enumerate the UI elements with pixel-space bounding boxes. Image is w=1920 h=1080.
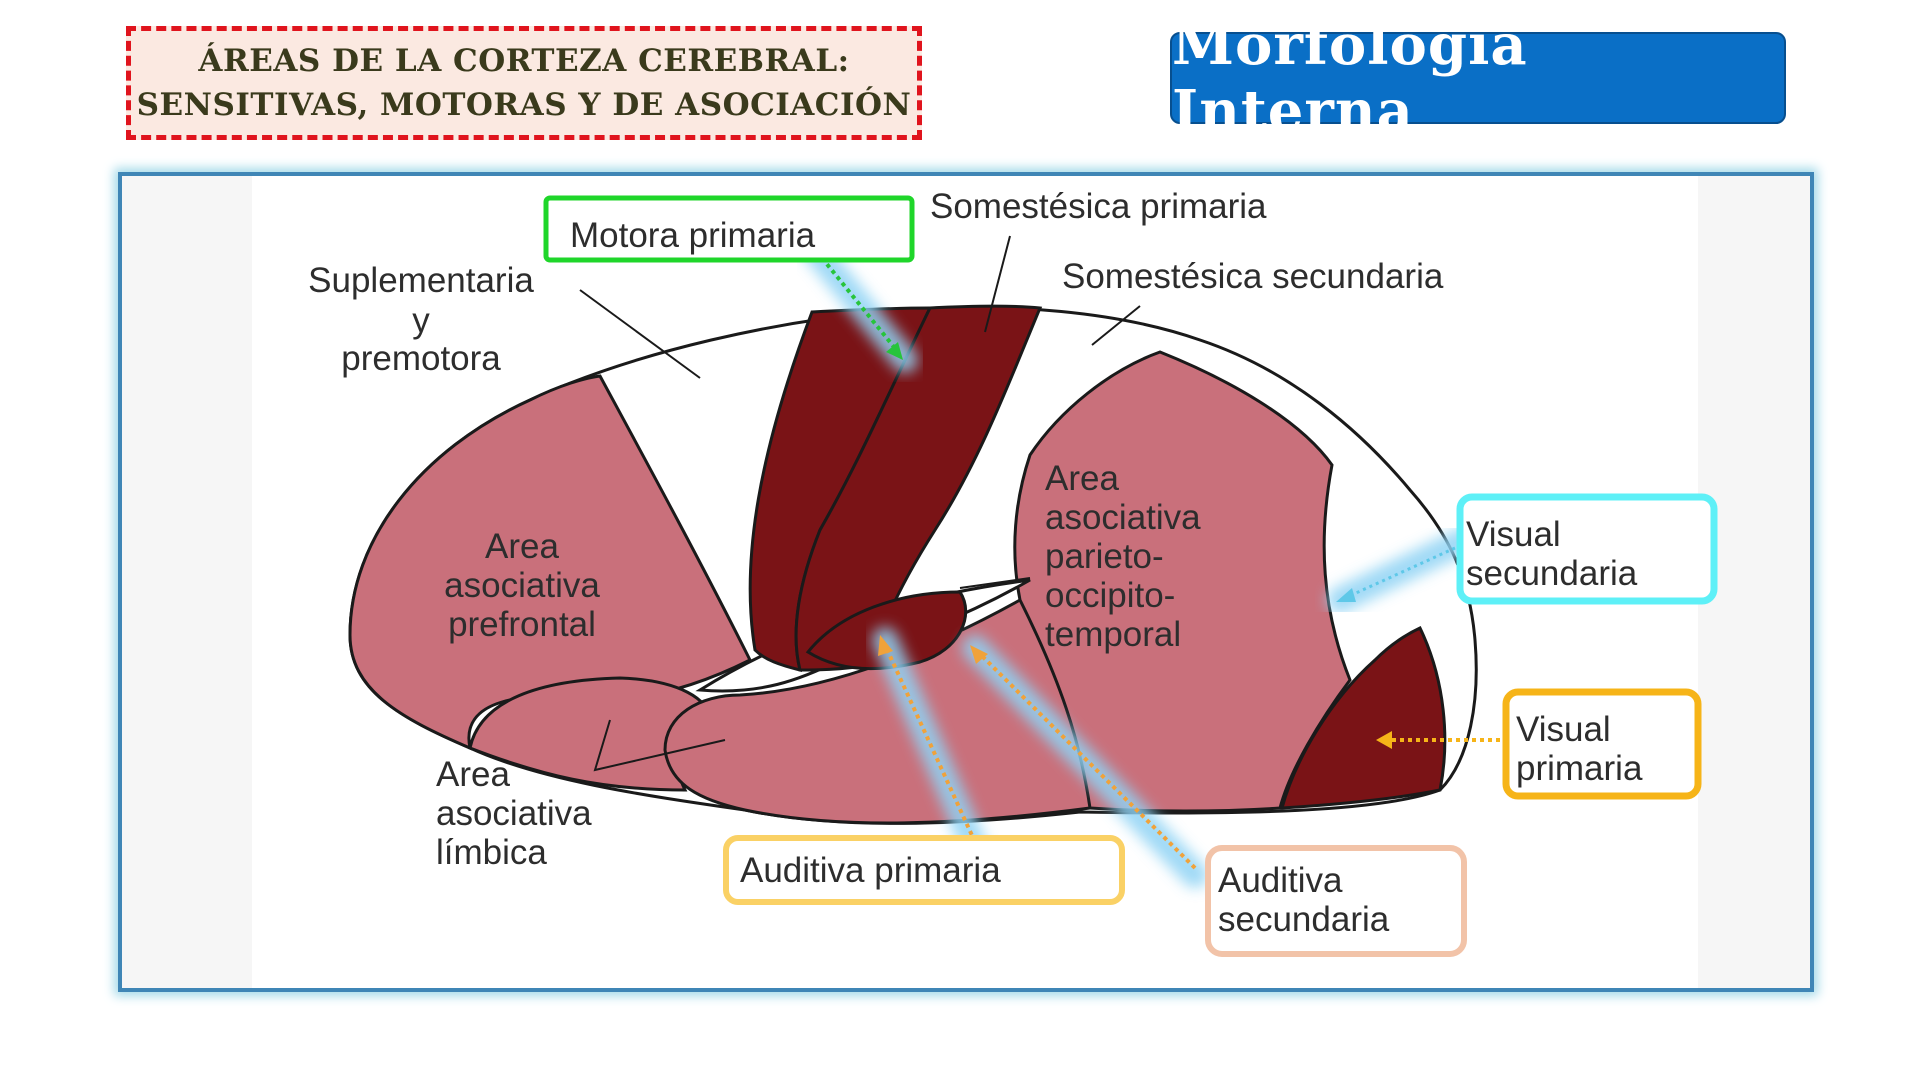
arrow-visual-secundaria	[1344, 546, 1456, 600]
label-parieto-4: occipito-	[1045, 576, 1175, 615]
label-parieto-2: asociativa	[1045, 498, 1201, 537]
label-suplementaria-2: y	[412, 301, 430, 340]
arrow-visual-primaria-head	[1376, 731, 1392, 749]
label-prefrontal-1: Area	[485, 527, 559, 566]
label-visual-secundaria-1: Visual	[1466, 515, 1561, 554]
box-motora-primaria	[543, 195, 915, 263]
label-parieto-5: temporal	[1045, 615, 1181, 654]
label-somestesica-primaria: Somestésica primaria	[930, 187, 1267, 226]
label-parieto-3: parieto-	[1045, 537, 1164, 576]
arrow-auditiva-primaria-head	[878, 635, 893, 656]
label-limbica-3: límbica	[436, 833, 547, 872]
slide-title-line1: ÁREAS DE LA CORTEZA CEREBRAL:	[198, 43, 850, 79]
brand-badge: Morfología Interna	[1170, 12, 1786, 144]
leader-somestesica-primaria	[984, 235, 1011, 333]
brand-title: Morfología Interna	[1172, 12, 1528, 144]
label-suplementaria-3: premotora	[341, 339, 501, 378]
glow-auditiva-primaria	[872, 627, 993, 873]
leader-parieto	[959, 577, 1031, 589]
box-auditiva-secundaria	[1205, 845, 1467, 957]
label-auditiva-primaria: Auditiva primaria	[740, 851, 1001, 890]
glow-visual-secundaria	[1327, 527, 1478, 613]
leader-somestesica-secundaria	[1091, 305, 1141, 346]
arrow-visual-secundaria-head	[1336, 588, 1356, 602]
box-auditiva-primaria	[723, 835, 1125, 905]
label-visual-secundaria-2: secundaria	[1466, 554, 1638, 593]
area-parieto-occipito-temporal	[1013, 350, 1352, 813]
label-prefrontal-3: prefrontal	[448, 605, 596, 644]
label-motora-primaria: Motora primaria	[570, 216, 816, 255]
label-limbica-2: asociativa	[436, 794, 592, 833]
label-auditiva-secundaria-1: Auditiva	[1218, 861, 1343, 900]
arrow-auditiva-secundaria	[976, 650, 1197, 870]
arrow-motora-head	[886, 342, 903, 360]
slide-title-box: ÁREAS DE LA CORTEZA CEREBRAL: SENSITIVAS…	[126, 26, 922, 140]
box-visual-secundaria	[1456, 493, 1718, 605]
label-suplementaria-1: Suplementaria	[308, 261, 534, 300]
label-prefrontal-2: asociativa	[444, 566, 600, 605]
label-somestesica-secundaria: Somestésica secundaria	[1062, 257, 1444, 296]
label-limbica-1: Area	[436, 755, 510, 794]
leader-suplementaria	[579, 289, 701, 379]
box-visual-primaria	[1502, 688, 1702, 800]
label-visual-primaria-1: Visual	[1516, 710, 1611, 749]
slide-title-line2: SENSITIVAS, MOTORAS Y DE ASOCIACIÓN	[136, 87, 912, 123]
label-visual-primaria-2: primaria	[1516, 749, 1643, 788]
label-auditiva-secundaria-2: secundaria	[1218, 900, 1390, 939]
arrow-auditiva-secundaria-head	[970, 645, 988, 664]
label-parieto-1: Area	[1045, 459, 1119, 498]
leader-limbica	[593, 719, 726, 772]
